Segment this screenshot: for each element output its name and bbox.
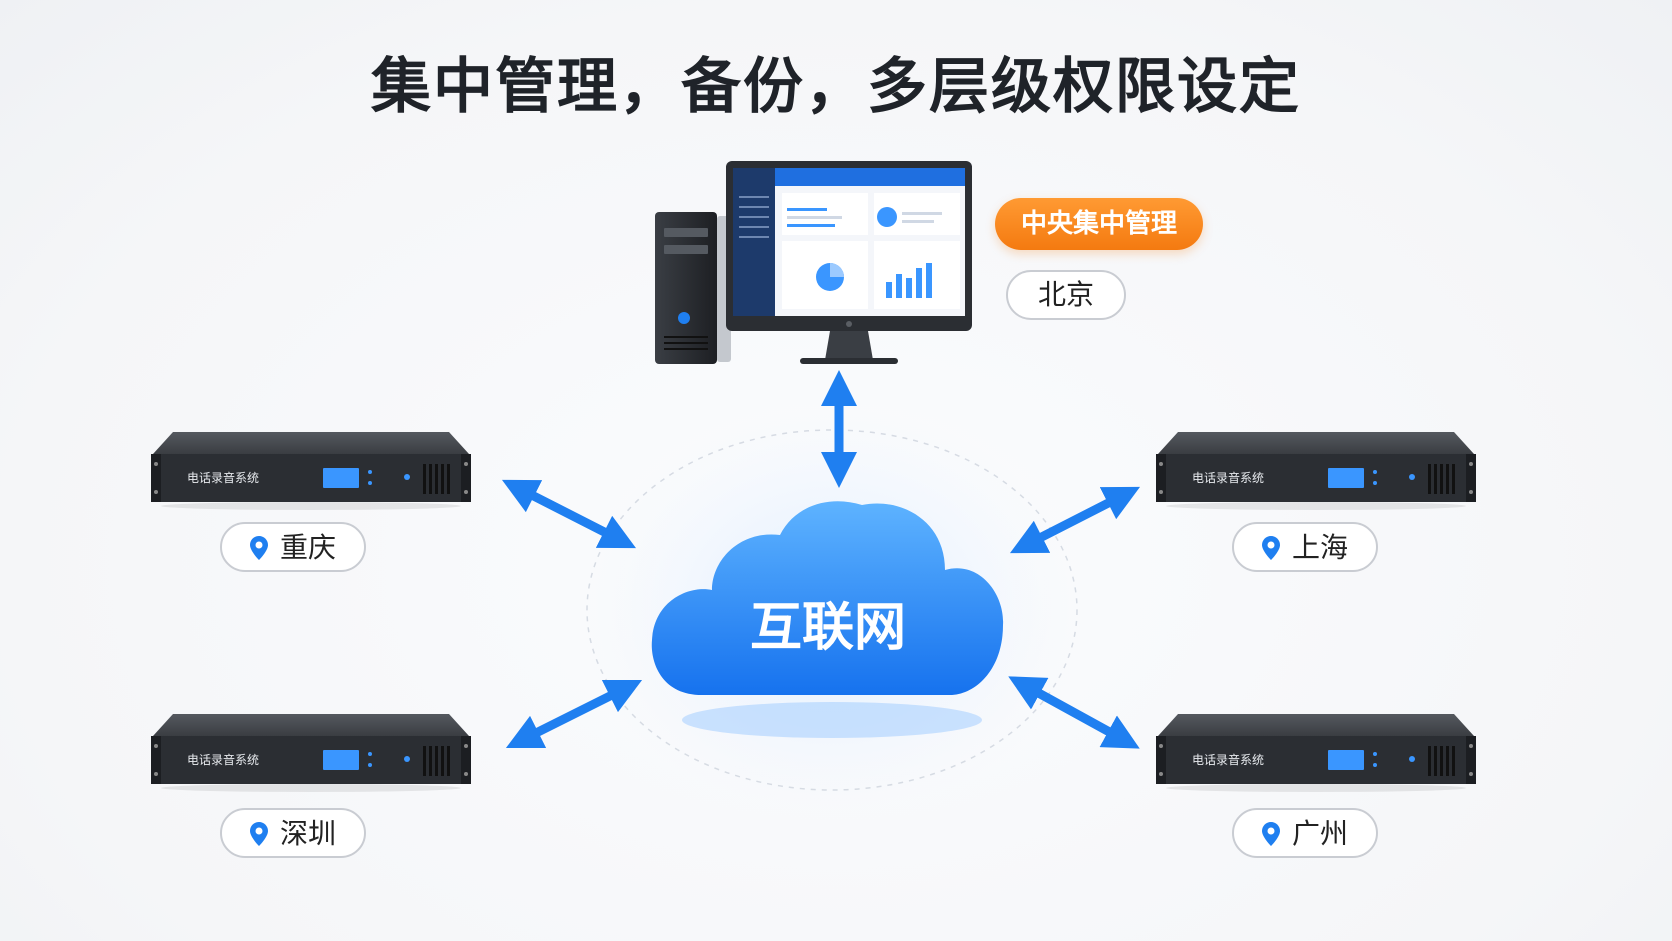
- city-name: 上海: [1291, 531, 1348, 564]
- recording-device-guangzhou: 电话录音系统: [1156, 714, 1476, 792]
- location-pin-icon: [249, 536, 268, 560]
- city-name: 深圳: [279, 817, 336, 850]
- city-label-chongqing: 重庆: [220, 522, 366, 572]
- cloud-label: 互联网: [750, 598, 906, 658]
- device-label: 电话录音系统: [1192, 470, 1264, 485]
- location-pin-icon: [1261, 536, 1280, 560]
- recording-device-chongqing: 电话录音系统: [151, 432, 471, 510]
- double-arrow-icon: [505, 679, 643, 749]
- cloud-icon: 互联网: [651, 501, 1004, 695]
- city-label-beijing: 北京: [1006, 270, 1126, 320]
- city-name: 广州: [1291, 817, 1348, 850]
- device-label: 电话录音系统: [1192, 752, 1264, 767]
- double-arrow-icon: [1008, 676, 1140, 749]
- central-management-badge: 中央集中管理: [995, 198, 1203, 250]
- recording-device-shenzhen: 电话录音系统: [151, 714, 471, 792]
- city-label-shanghai: 上海: [1232, 522, 1378, 572]
- server-tower-icon: [655, 212, 731, 364]
- connection-arrows: [501, 370, 1141, 749]
- city-name: 重庆: [279, 531, 336, 564]
- location-pin-icon: [1261, 822, 1280, 846]
- monitor-icon: [726, 161, 972, 364]
- device-label: 电话录音系统: [187, 752, 259, 767]
- recording-device-shanghai: 电话录音系统: [1156, 432, 1476, 510]
- page-title: 集中管理，备份，多层级权限设定: [371, 52, 1301, 122]
- city-label-shenzhen: 深圳: [220, 808, 366, 858]
- location-pin-icon: [249, 822, 268, 846]
- double-arrow-icon: [1009, 486, 1141, 554]
- orbit-ring: [586, 429, 1078, 791]
- city-label-guangzhou: 广州: [1232, 808, 1378, 858]
- cloud-glow: [682, 702, 982, 738]
- double-arrow-icon: [501, 479, 637, 549]
- device-label: 电话录音系统: [187, 470, 259, 485]
